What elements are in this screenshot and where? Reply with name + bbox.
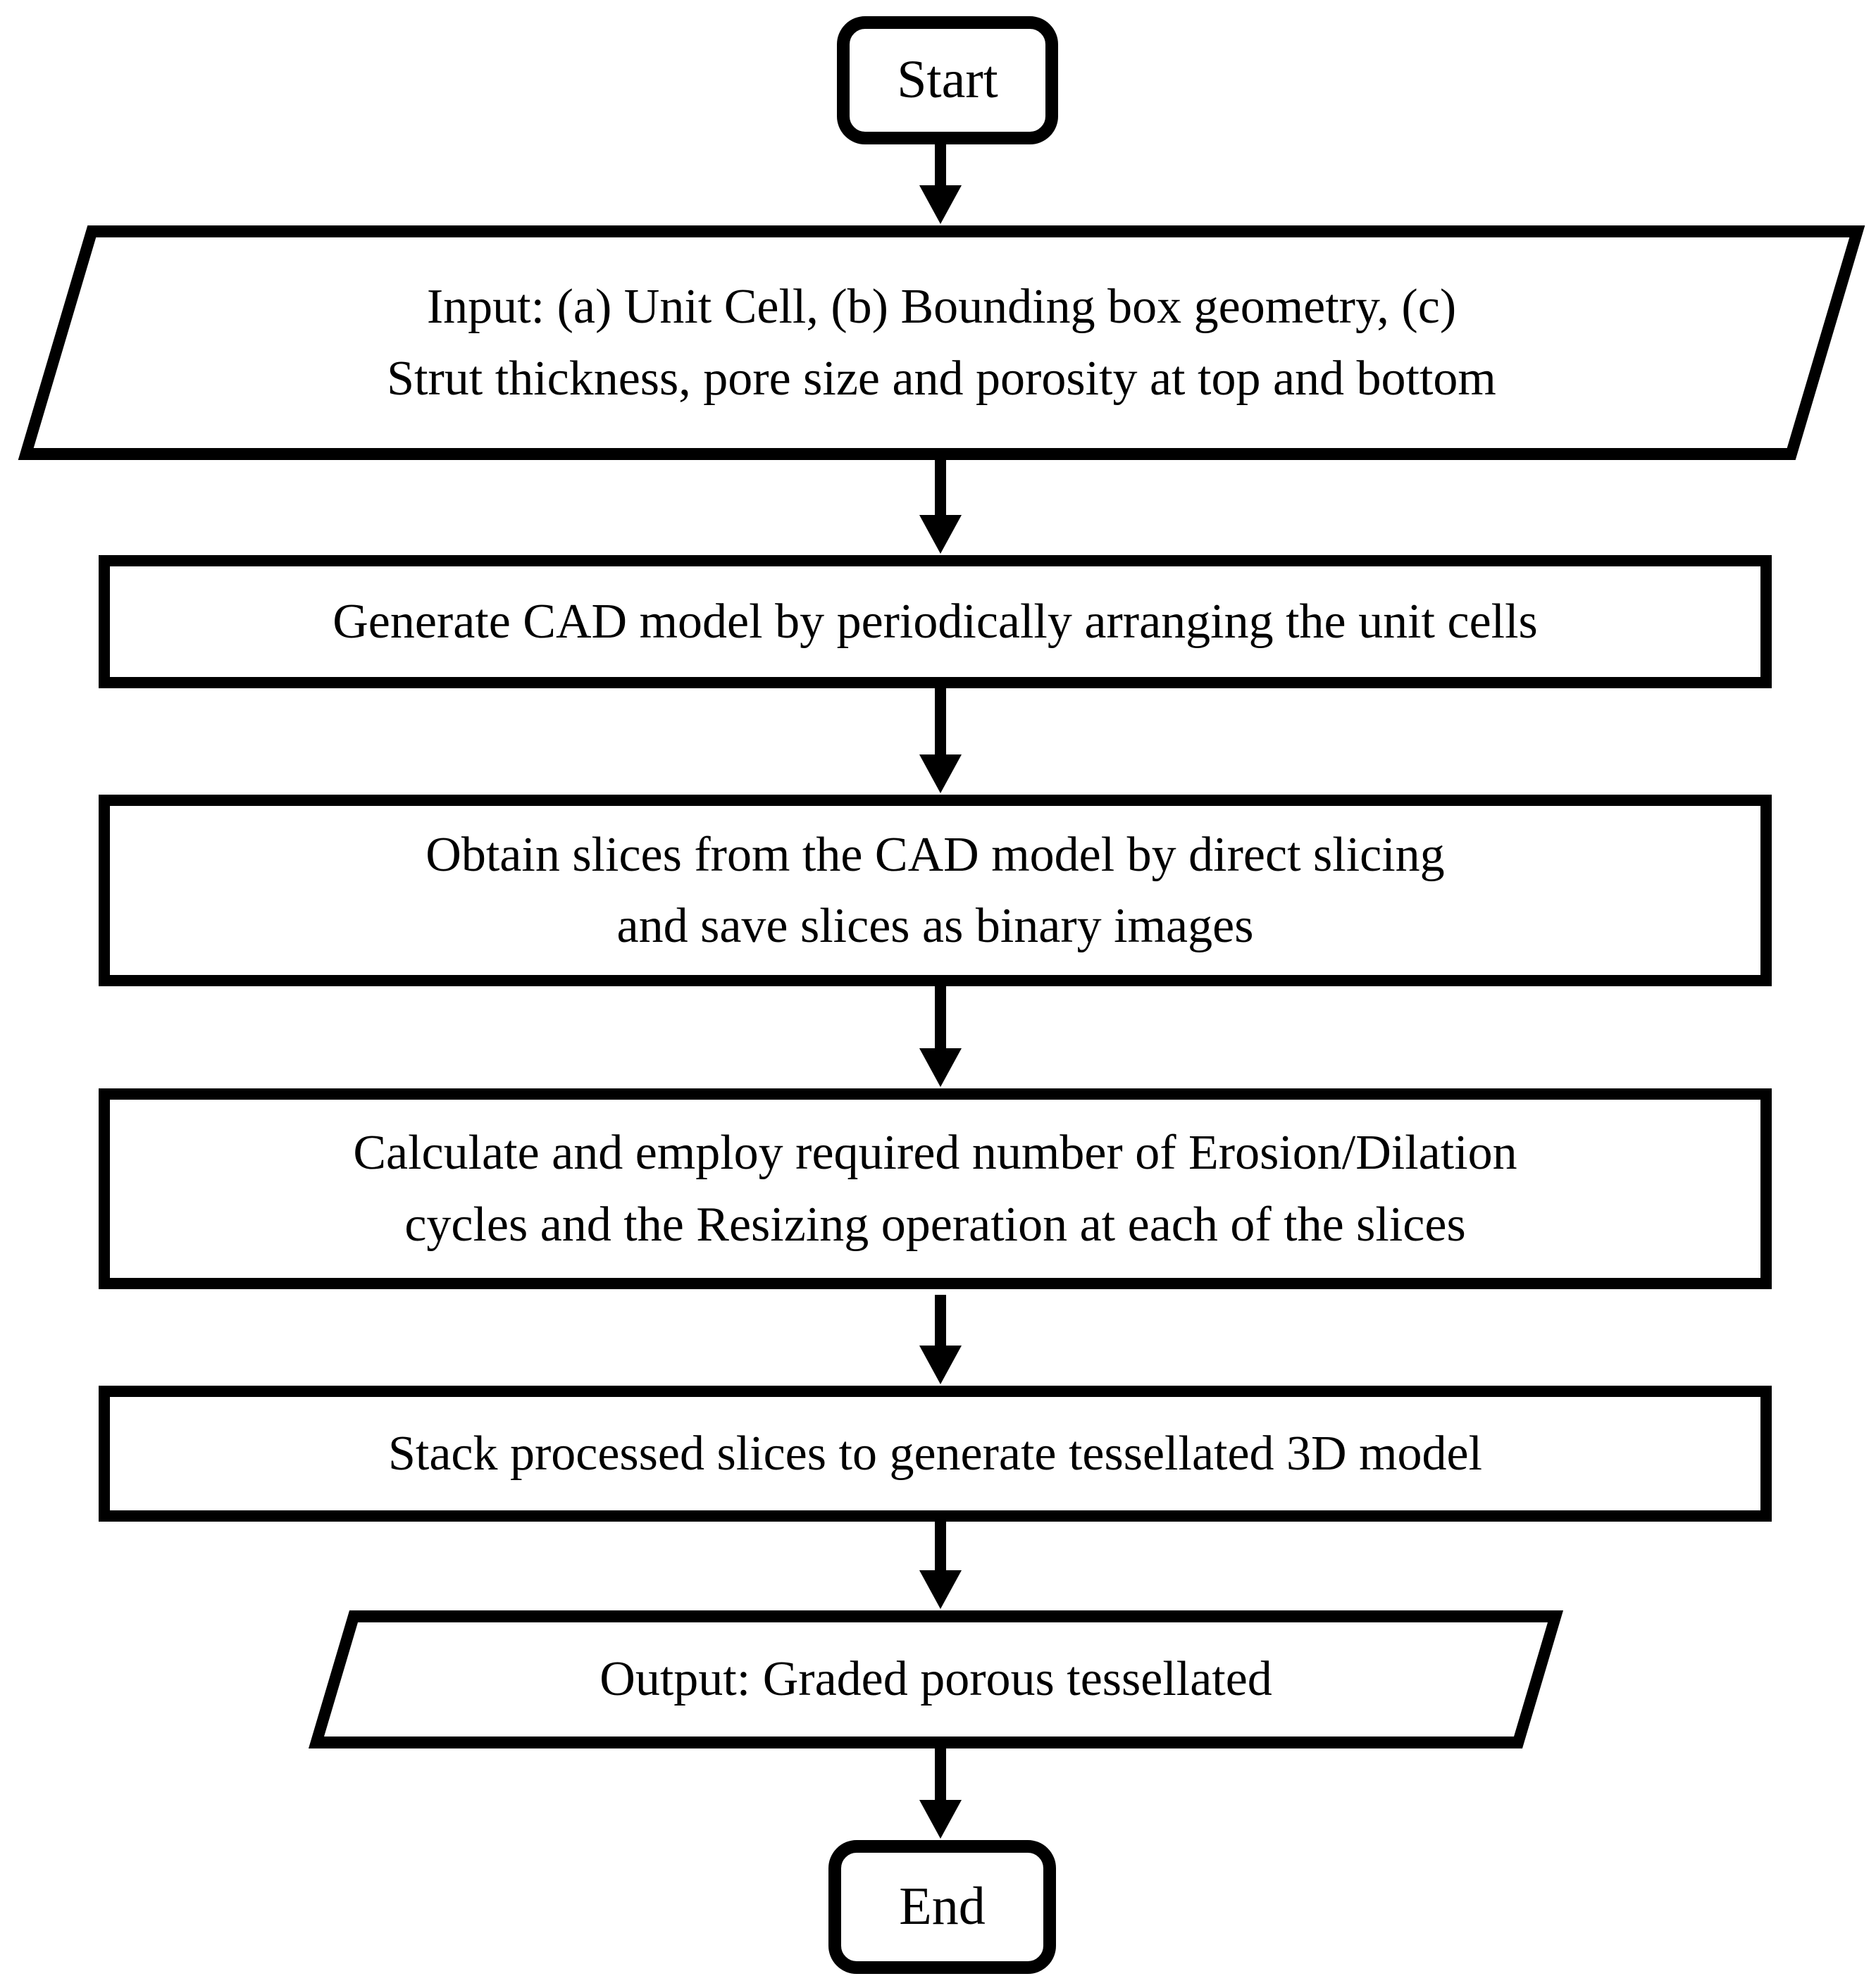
flow-arrow-stack-to-output xyxy=(919,1520,962,1609)
node-obtain-slices-label: Obtain slices from the CAD model by dire… xyxy=(425,827,1445,954)
arrowhead-down-icon xyxy=(919,754,962,793)
arrow-stem xyxy=(935,458,946,518)
arrowhead-down-icon xyxy=(919,1048,962,1087)
node-stack-slices: Stack processed slices to generate tesse… xyxy=(99,1386,1772,1522)
node-end-label: End xyxy=(899,1877,986,1937)
flow-arrow-generate-to-slice xyxy=(919,687,962,793)
node-input: Input: (a) Unit Cell, (b) Bounding box g… xyxy=(18,225,1865,460)
arrowhead-down-icon xyxy=(919,1570,962,1609)
flow-arrow-erode-to-stack xyxy=(919,1295,962,1384)
node-generate-cad: Generate CAD model by periodically arran… xyxy=(99,555,1772,688)
node-start: Start xyxy=(837,16,1058,144)
node-stack-slices-label: Stack processed slices to generate tesse… xyxy=(387,1426,1483,1481)
arrowhead-down-icon xyxy=(919,515,962,554)
arrow-stem xyxy=(935,1520,946,1574)
node-erosion-dilation: Calculate and employ required number of … xyxy=(99,1088,1772,1289)
flow-arrow-start-to-input xyxy=(919,144,962,224)
arrow-stem xyxy=(935,144,946,189)
node-output: Output: Graded porous tessellated xyxy=(308,1610,1564,1748)
flow-arrow-input-to-generate xyxy=(919,458,962,554)
flow-arrow-output-to-end xyxy=(919,1747,962,1839)
arrow-stem xyxy=(935,1747,946,1803)
node-start-label: Start xyxy=(897,50,998,110)
arrow-stem xyxy=(935,1295,946,1349)
arrowhead-down-icon xyxy=(919,1346,962,1384)
arrow-stem xyxy=(935,687,946,758)
flow-arrow-slice-to-erode xyxy=(919,985,962,1087)
node-generate-cad-label: Generate CAD model by periodically arran… xyxy=(333,594,1538,649)
node-end: End xyxy=(828,1840,1056,1974)
node-erosion-dilation-label: Calculate and employ required number of … xyxy=(353,1126,1517,1252)
node-output-label: Output: Graded porous tessellated xyxy=(600,1652,1272,1707)
node-obtain-slices: Obtain slices from the CAD model by dire… xyxy=(99,795,1772,986)
node-input-label: Input: (a) Unit Cell, (b) Bounding box g… xyxy=(387,280,1496,406)
arrow-stem xyxy=(935,985,946,1052)
arrowhead-down-icon xyxy=(919,185,962,224)
arrowhead-down-icon xyxy=(919,1800,962,1839)
